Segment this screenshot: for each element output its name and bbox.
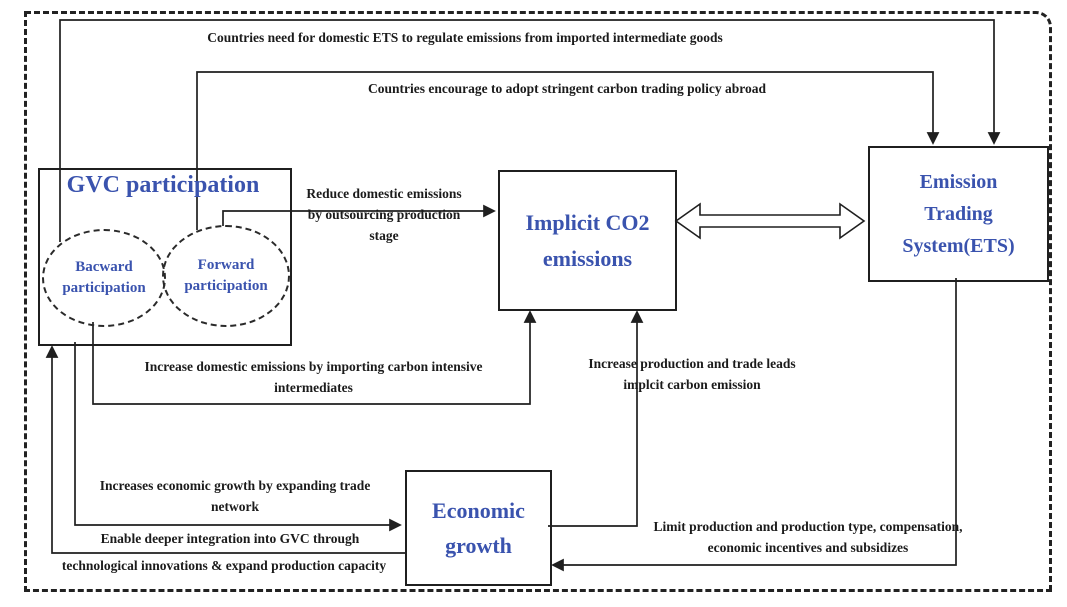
- edge-forward-to-ets: [196, 71, 940, 230]
- label-gvc-to-economic: Increases economic growth by expanding t…: [99, 478, 371, 514]
- label-economic-to-gvc-line2: technological innovations & expand produ…: [61, 558, 387, 573]
- ets-title: Emission Trading System(ETS): [902, 171, 1015, 257]
- edge-economic-to-implicit: [548, 310, 644, 527]
- edge-economic-to-gvc: [45, 345, 405, 554]
- label-backward-to-ets: Countries need for domestic ETS to regul…: [207, 30, 723, 45]
- outer-dashed-border: [24, 11, 1052, 592]
- economic-growth-box: Economic growth: [405, 470, 552, 586]
- backward-participation-label: Bacward participation: [62, 259, 146, 296]
- forward-participation-ellipse: Forward participation: [162, 225, 290, 327]
- edge-ets-to-economic: [551, 278, 957, 572]
- label-ets-to-economic: Limit production and production type, co…: [653, 519, 963, 555]
- double-arrow-implicit-ets: [674, 202, 866, 240]
- edge-gvc-to-economic: [74, 342, 402, 532]
- label-economic-to-implicit: Increase production and trade leads impl…: [588, 356, 796, 392]
- label-backward-to-implicit: Increase domestic emissions by importing…: [144, 359, 483, 395]
- label-economic-to-gvc-line1: Enable deeper integration into GVC throu…: [100, 531, 360, 546]
- edge-forward-to-implicit: [222, 204, 496, 226]
- gvc-participation-title: GVC participation: [66, 172, 260, 198]
- label-forward-to-ets: Countries encourage to adopt stringent c…: [367, 81, 766, 96]
- implicit-co2-box: Implicit CO2 emissions: [498, 170, 677, 311]
- economic-growth-title: Economic growth: [432, 497, 525, 558]
- edge-backward-to-implicit: [92, 310, 537, 405]
- forward-participation-label: Forward participation: [184, 257, 268, 294]
- edge-backward-to-ets: [59, 19, 1001, 242]
- label-forward-to-implicit: Reduce domestic emissions by outsourcing…: [306, 186, 462, 243]
- ets-box: Emission Trading System(ETS): [868, 146, 1049, 282]
- gvc-participation-box: [38, 168, 292, 346]
- backward-participation-ellipse: Bacward participation: [42, 229, 166, 327]
- implicit-co2-title: Implicit CO2 emissions: [525, 210, 650, 271]
